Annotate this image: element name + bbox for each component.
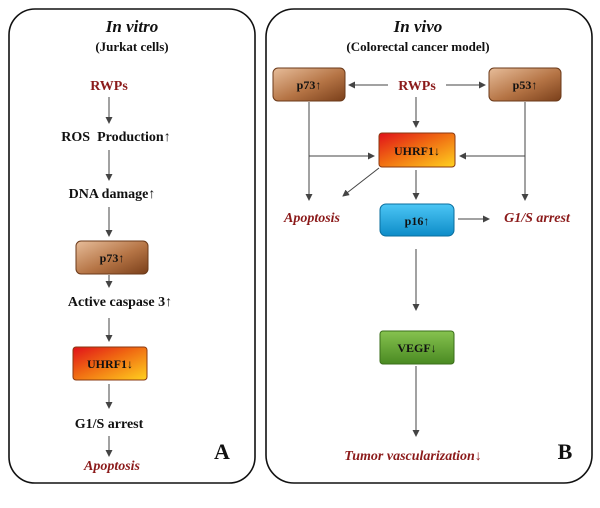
a-dna-damage-label: DNA damage↑ bbox=[69, 187, 156, 202]
b-p53-label: p53↑ bbox=[513, 78, 538, 92]
a-caspase-label: Active caspase 3↑ bbox=[68, 295, 172, 310]
b-arrow-uhrf1-apoptosis bbox=[342, 167, 380, 197]
a-p73-label: p73↑ bbox=[100, 251, 125, 265]
b-uhrf1-label: UHRF1↓ bbox=[394, 144, 440, 158]
panel-a-title: In vitro bbox=[105, 17, 158, 36]
b-g1s-label: G1/S arrest bbox=[504, 211, 571, 226]
b-tumor-label: Tumor vascularization↓ bbox=[344, 449, 482, 464]
a-ros-label: ROS Production↑ bbox=[61, 130, 170, 145]
panel-b-frame bbox=[265, 8, 593, 484]
panel-b-title: In vivo bbox=[393, 17, 443, 36]
b-apoptosis-label: Apoptosis bbox=[283, 211, 341, 226]
panel-a-letter: A bbox=[214, 439, 230, 464]
b-rwps-label: RWPs bbox=[398, 79, 436, 94]
a-uhrf1-label: UHRF1↓ bbox=[87, 357, 133, 371]
a-g1s-label: G1/S arrest bbox=[75, 417, 144, 432]
b-p73-label: p73↑ bbox=[297, 78, 322, 92]
b-p73-box bbox=[272, 67, 346, 102]
panel-b-letter: B bbox=[558, 439, 573, 464]
a-rwps-label: RWPs bbox=[90, 79, 128, 94]
a-p73-box bbox=[75, 240, 149, 275]
b-p53-box bbox=[488, 67, 562, 102]
a-uhrf1-box bbox=[72, 346, 148, 381]
panel-b-subtitle: (Colorectal cancer model) bbox=[346, 39, 489, 54]
b-vegf-box bbox=[379, 330, 455, 365]
b-vegf-label: VEGF↓ bbox=[397, 341, 436, 355]
b-uhrf1-box bbox=[378, 132, 456, 168]
b-p16-box bbox=[379, 203, 455, 237]
b-p16-label: p16↑ bbox=[405, 214, 430, 228]
panel-a-subtitle: (Jurkat cells) bbox=[95, 39, 168, 54]
a-apoptosis-label: Apoptosis bbox=[83, 459, 141, 474]
